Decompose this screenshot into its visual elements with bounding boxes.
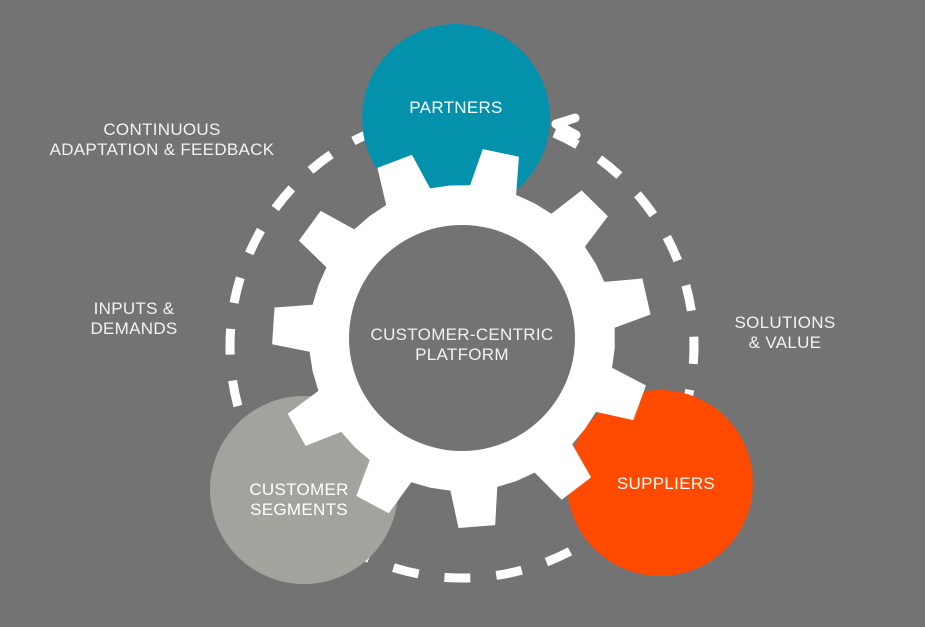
- platform-hub[interactable]: [349, 225, 575, 451]
- inputs-flow-label: INPUTS & DEMANDS: [90, 299, 178, 338]
- suppliers-label: SUPPLIERS: [616, 474, 716, 493]
- suppliers-node[interactable]: [567, 390, 753, 576]
- solutions-flow-label: SOLUTIONS & VALUE: [734, 313, 836, 352]
- platform-label: CUSTOMER-CENTRIC PLATFORM: [370, 325, 554, 364]
- partners-label: PARTNERS: [409, 98, 503, 117]
- cycle-arrowhead-icon: [551, 113, 581, 140]
- customer-segments-node[interactable]: [210, 396, 398, 584]
- customer-segments-label: CUSTOMER SEGMENTS: [249, 480, 349, 519]
- feedback-flow-label: CONTINUOUS ADAPTATION & FEEDBACK: [49, 120, 275, 159]
